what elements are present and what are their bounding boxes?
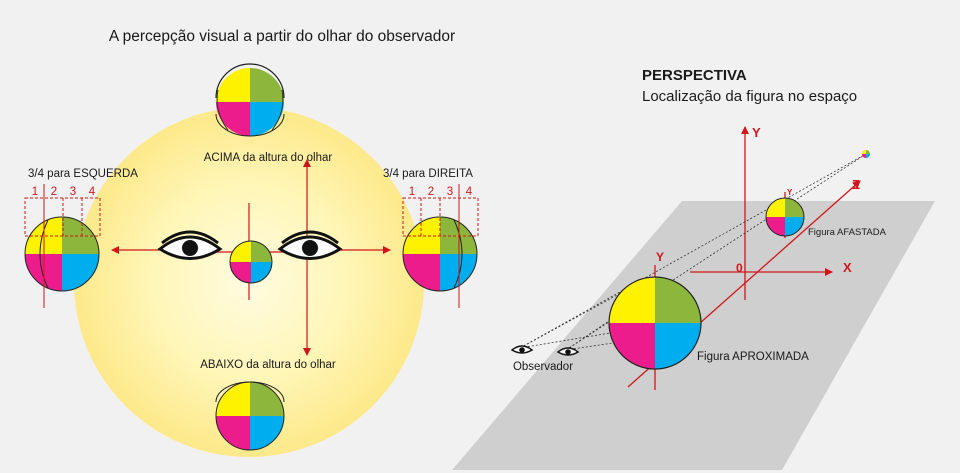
eye-icon-left	[157, 230, 223, 260]
grid-right	[402, 184, 479, 308]
grid-left	[24, 184, 101, 308]
eye-icon-right	[277, 230, 343, 260]
observer-eye-icon-1	[510, 345, 534, 354]
right-title: PERSPECTIVA	[642, 67, 747, 84]
left-title: A percepção visual a partir do olhar do …	[109, 28, 455, 45]
observer-eye-icon-2	[556, 347, 580, 356]
svg-text:2: 2	[51, 186, 57, 198]
near-y-label: Y	[656, 250, 664, 264]
label-far: Figura AFASTADA	[808, 227, 887, 238]
svg-text:4: 4	[89, 186, 96, 198]
label-right: 3/4 para DIREITA	[383, 168, 473, 180]
sphere-below	[215, 381, 285, 451]
svg-text:3: 3	[447, 186, 453, 198]
right-subtitle: Localização da figura no espaço	[642, 88, 857, 105]
sphere-left	[24, 216, 100, 292]
ticks-left: 1 2 3 4	[32, 186, 96, 198]
svg-text:4: 4	[466, 186, 473, 198]
label-observer: Observador	[513, 361, 573, 373]
svg-text:2: 2	[428, 186, 434, 198]
label-left: 3/4 para ESQUERDA	[28, 168, 138, 180]
svg-text:1: 1	[32, 186, 38, 198]
origin-label: 0	[736, 261, 743, 275]
svg-text:1: 1	[409, 186, 415, 198]
svg-text:3: 3	[70, 186, 76, 198]
sphere-center	[229, 240, 273, 284]
axis-y-label: Y	[752, 125, 761, 140]
vanishing-point	[862, 150, 870, 158]
far-y-label: Y	[787, 188, 793, 197]
label-below: ABAIXO da altura do olhar	[200, 359, 336, 371]
label-above: ACIMA da altura do olhar	[204, 152, 333, 164]
sphere-far	[765, 197, 805, 237]
sphere-near	[608, 276, 702, 370]
axis-z-label: Z	[852, 177, 860, 192]
ticks-right: 1 2 3 4	[409, 186, 473, 198]
label-near: Figura APROXIMADA	[697, 351, 809, 363]
sphere-above	[215, 63, 285, 137]
axis-x-label: X	[843, 260, 852, 275]
